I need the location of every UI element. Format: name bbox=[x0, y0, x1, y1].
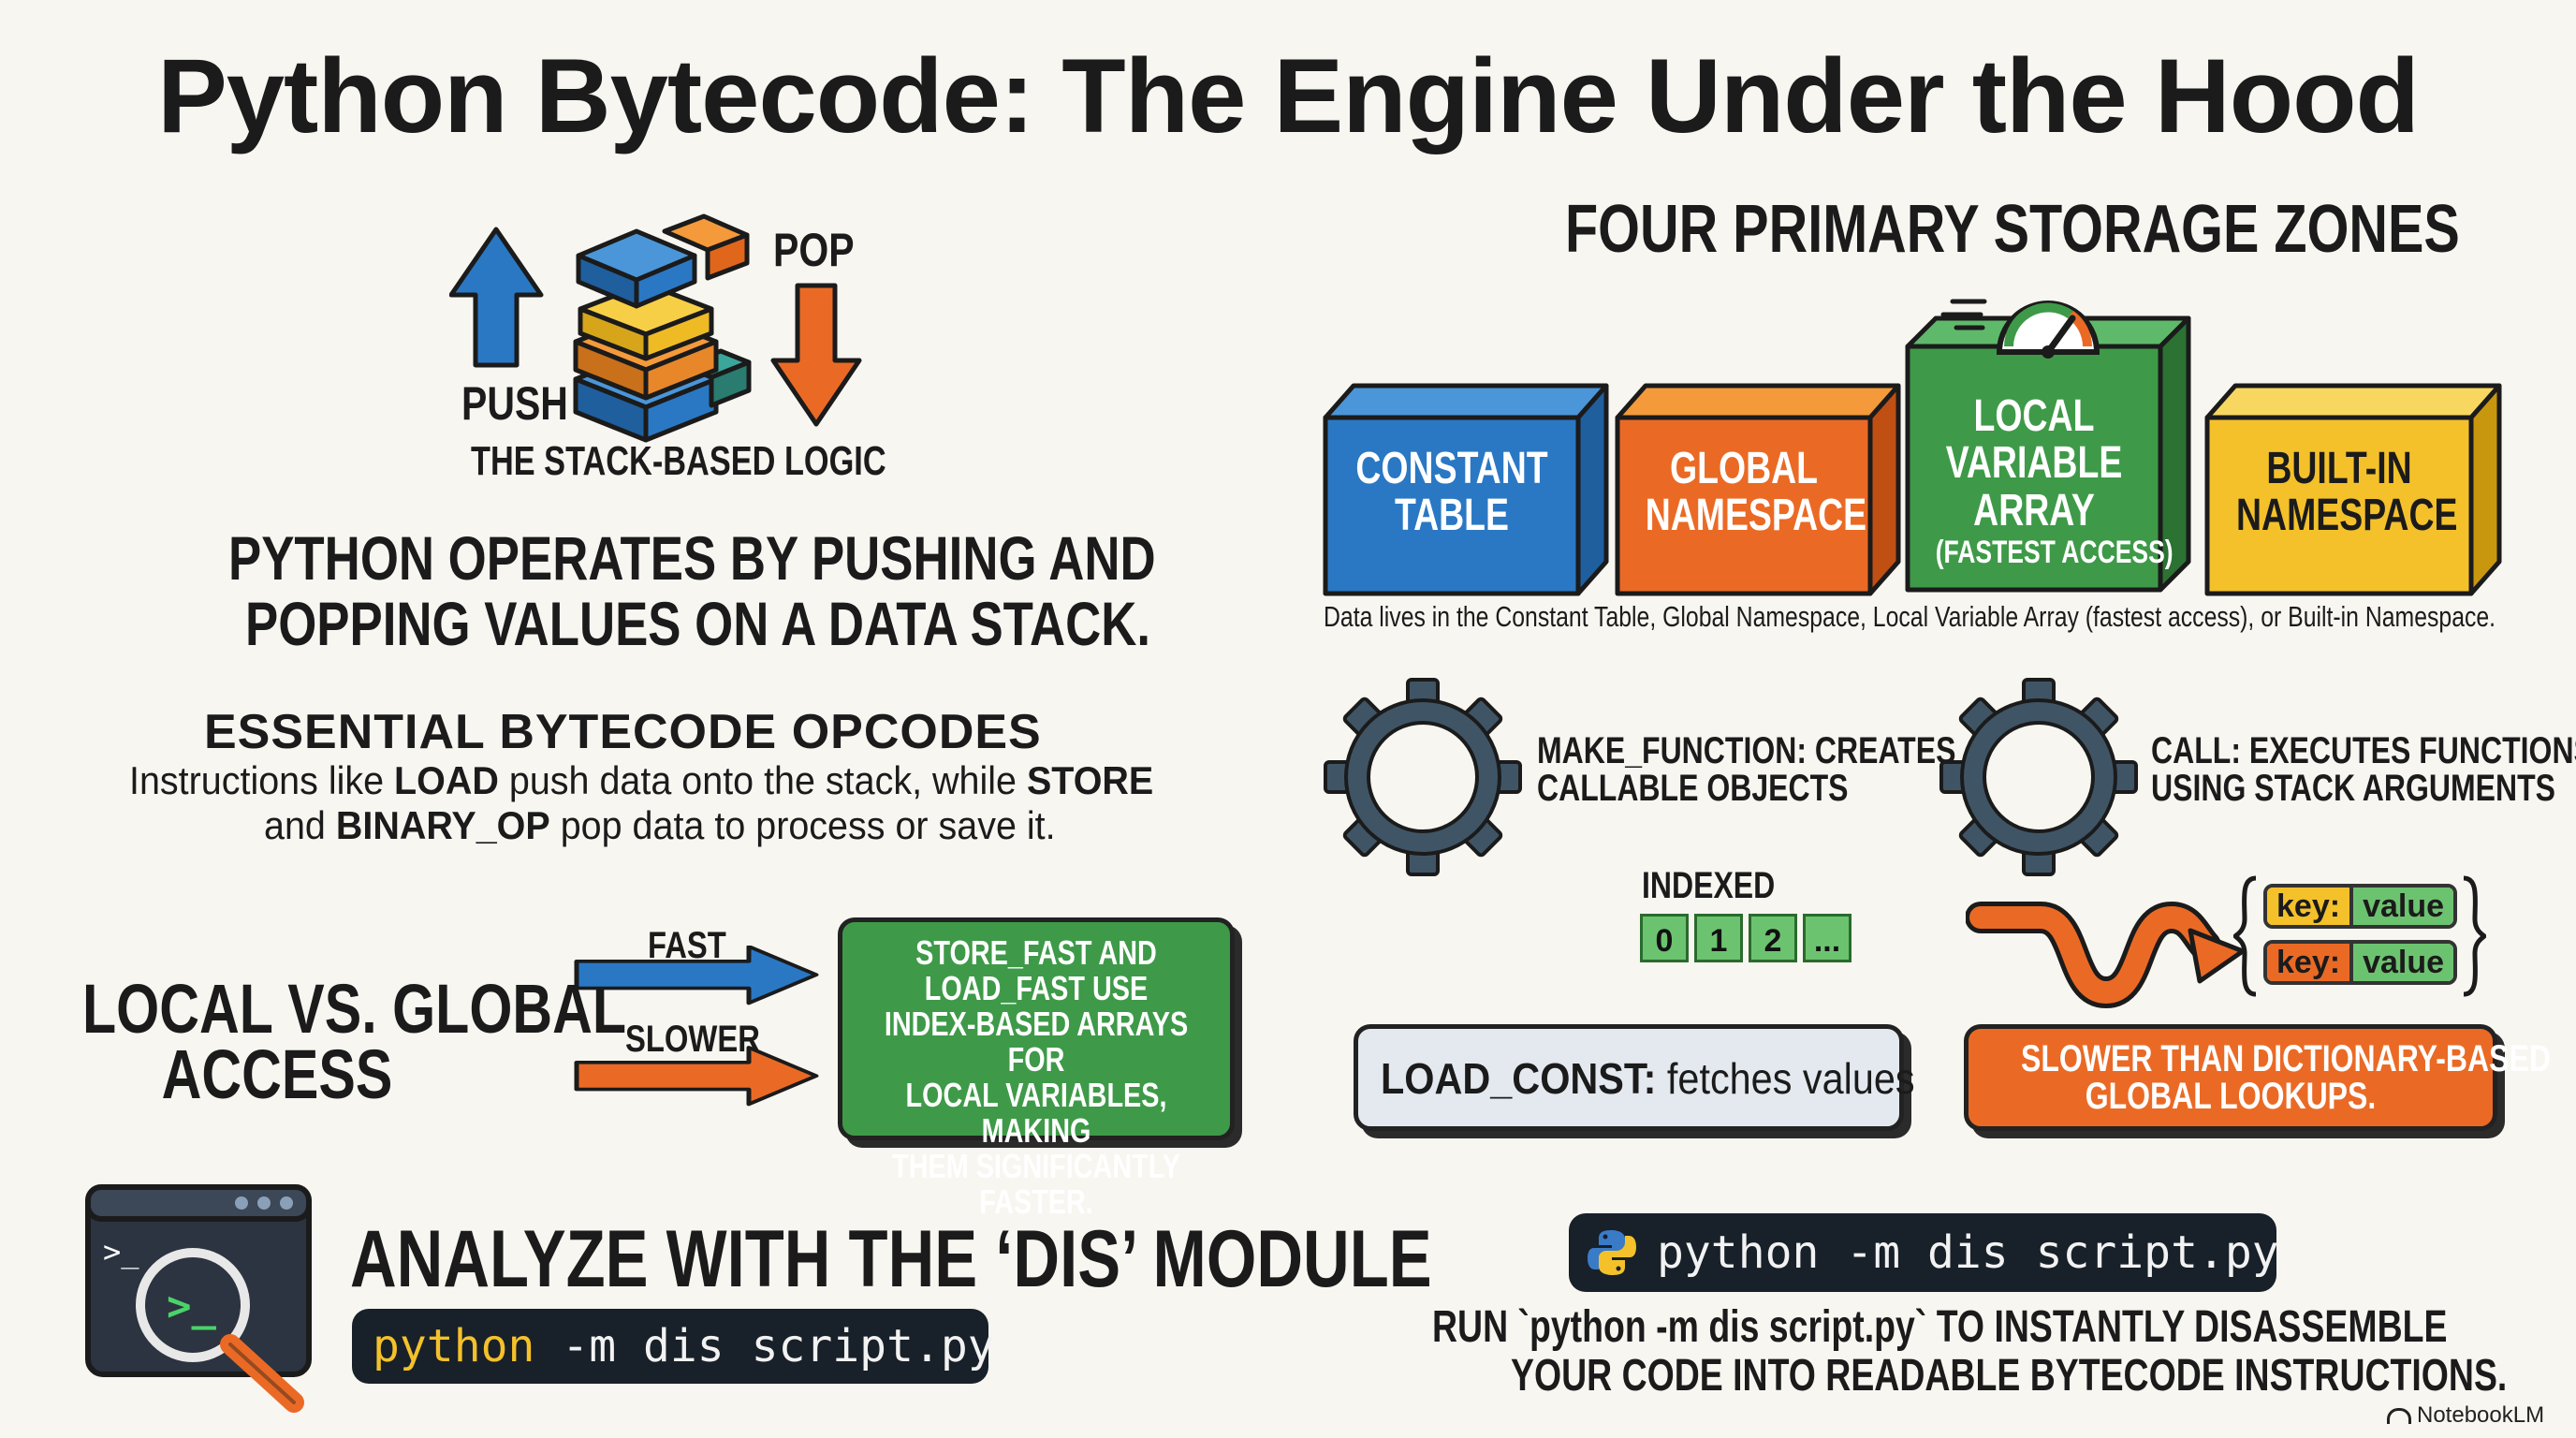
load-const-keyword: LOAD_CONST: bbox=[1381, 1054, 1657, 1103]
push-arrow-icon bbox=[449, 227, 544, 368]
terminal-search-icon: >_ >_ bbox=[85, 1184, 312, 1413]
note-line: LOAD_FAST USE bbox=[924, 969, 1149, 1007]
zone-label-line: NAMESPACE bbox=[2236, 491, 2458, 541]
stack-illustration bbox=[449, 213, 862, 443]
load-const-note: LOAD_CONST: fetches values bbox=[1354, 1024, 1915, 1131]
opcodes-line1: Instructions like LOAD push data onto th… bbox=[129, 758, 1153, 803]
pop-arrow-icon bbox=[770, 283, 862, 427]
svg-text:>_: >_ bbox=[167, 1283, 216, 1330]
access-title-line2: ACCESS bbox=[161, 1035, 393, 1113]
page-title: Python Bytecode: The Engine Under the Ho… bbox=[157, 37, 2420, 154]
opcodes-text: pop data to process or save it. bbox=[549, 803, 1056, 847]
opcodes-text: Instructions like bbox=[129, 758, 395, 802]
opcodes-text: and bbox=[264, 803, 336, 847]
note-line: STORE_FAST AND bbox=[915, 933, 1157, 972]
stack-caption: THE STACK-BASED LOGIC bbox=[471, 438, 886, 484]
dict-entry: key:value bbox=[2263, 884, 2458, 929]
array-cell: 1 bbox=[1694, 914, 1743, 962]
watermark-text: NotebookLM bbox=[2417, 1402, 2545, 1428]
dis-command: python -m dis script.py bbox=[352, 1309, 995, 1384]
slower-line: SLOWER THAN DICTIONARY-BASED bbox=[2021, 1038, 2551, 1079]
call-line1: CALL: EXECUTES FUNCTIONS bbox=[2151, 730, 2576, 771]
zone-label-line: NAMESPACE bbox=[1645, 491, 1867, 541]
run-command-text: python -m dis script.py bbox=[1657, 1226, 2279, 1279]
zone-label-line: ARRAY bbox=[1973, 485, 2095, 536]
dict-braces-icon bbox=[2233, 875, 2486, 997]
local-access-note-text: STORE_FAST AND LOAD_FAST USE INDEX-BASED… bbox=[842, 935, 1230, 1220]
array-cell: ... bbox=[1803, 914, 1852, 962]
zone-label-line: CONSTANT bbox=[1355, 444, 1548, 493]
slower-lookup-text: SLOWER THAN DICTIONARY-BASED GLOBAL LOOK… bbox=[1969, 1038, 2551, 1117]
zone-label-line: BUILT-IN bbox=[2266, 444, 2412, 493]
speedometer-icon bbox=[1940, 299, 2100, 359]
global-namespace-box bbox=[1615, 383, 1901, 596]
dict-value: value bbox=[2349, 888, 2454, 925]
constant-table-label: CONSTANT TABLE bbox=[1325, 444, 1578, 541]
fast-label: FAST bbox=[648, 925, 726, 966]
squiggle-arrow-icon bbox=[1966, 901, 2246, 1009]
storage-zone-boxes bbox=[1323, 299, 2502, 596]
opcodes-line2: and BINARY_OP pop data to process or sav… bbox=[264, 803, 1056, 848]
access-title-line1: LOCAL VS. GLOBAL bbox=[82, 970, 627, 1048]
push-label: PUSH bbox=[461, 377, 568, 430]
gear-icon bbox=[1939, 678, 2138, 876]
access-arrows bbox=[574, 946, 819, 1107]
opcode-binary-op: BINARY_OP bbox=[335, 803, 550, 847]
slower-line: GLOBAL LOOKUPS. bbox=[2085, 1076, 2377, 1117]
opcode-load: LOAD bbox=[394, 758, 499, 802]
opcode-store: STORE bbox=[1026, 758, 1154, 802]
fast-arrow-icon bbox=[574, 946, 819, 1005]
slower-lookup-note: SLOWER THAN DICTIONARY-BASED GLOBAL LOOK… bbox=[1964, 1024, 2551, 1131]
array-cell: 0 bbox=[1640, 914, 1689, 962]
notebooklm-watermark: NotebookLM bbox=[2387, 1402, 2544, 1429]
dis-heading: ANALYZE WITH THE ‘DIS’ MODULE bbox=[350, 1214, 1432, 1304]
svg-text:>_: >_ bbox=[103, 1234, 139, 1269]
load-const-text: LOAD_CONST: fetches values bbox=[1381, 1053, 1915, 1104]
load-const-rest: fetches values bbox=[1656, 1054, 1915, 1103]
indexed-label: INDEXED bbox=[1642, 865, 1776, 906]
constant-table-box bbox=[1323, 383, 1609, 596]
gear-icon bbox=[1324, 678, 1522, 876]
dict-key: key: bbox=[2267, 888, 2350, 925]
zone-label-line: TABLE bbox=[1394, 491, 1509, 541]
dict-value: value bbox=[2349, 944, 2454, 981]
note-line: THEM SIGNIFICANTLY FASTER. bbox=[892, 1147, 1180, 1221]
run-line1: RUN `python -m dis script.py` TO INSTANT… bbox=[1432, 1302, 2448, 1352]
run-command: python -m dis script.py bbox=[1569, 1213, 2279, 1292]
zone-label-line: GLOBAL bbox=[1669, 444, 1819, 493]
dict-key: key: bbox=[2267, 944, 2350, 981]
fastest-access-note: (FASTEST ACCESS) bbox=[1935, 535, 2174, 571]
global-namespace-label: GLOBAL NAMESPACE bbox=[1617, 444, 1870, 541]
opcodes-text: push data onto the stack, while bbox=[498, 758, 1027, 802]
built-in-namespace-box bbox=[2204, 383, 2502, 596]
note-line: LOCAL VARIABLES, MAKING bbox=[905, 1076, 1167, 1150]
local-access-note: STORE_FAST AND LOAD_FAST USE INDEX-BASED… bbox=[838, 917, 1235, 1220]
zone-label-line: VARIABLE bbox=[1945, 438, 2123, 489]
python-logo-icon bbox=[1588, 1230, 1636, 1275]
dict-entry: key:value bbox=[2263, 940, 2458, 985]
make-function-line2: CALLABLE OBJECTS bbox=[1537, 768, 1849, 809]
pop-label: POP bbox=[773, 224, 855, 276]
command-rest: -m dis script.py bbox=[534, 1320, 995, 1372]
array-cell: 2 bbox=[1749, 914, 1797, 962]
make-function-line1: MAKE_FUNCTION: CREATES bbox=[1537, 730, 1956, 771]
built-in-namespace-label: BUILT-IN NAMESPACE bbox=[2207, 444, 2471, 541]
stack-blocks-icon bbox=[573, 213, 752, 443]
zone-label-line: LOCAL bbox=[1973, 391, 2095, 441]
stack-headline-line2: POPPING VALUES ON A DATA STACK. bbox=[245, 589, 1151, 658]
dis-command-text: python -m dis script.py bbox=[373, 1320, 995, 1372]
call-line2: USING STACK ARGUMENTS bbox=[2151, 768, 2555, 809]
opcodes-heading: ESSENTIAL BYTECODE OPCODES bbox=[204, 705, 1042, 759]
local-variable-array-label: LOCAL VARIABLE ARRAY (FASTEST ACCESS) bbox=[1908, 391, 2174, 571]
storage-caption: Data lives in the Constant Table, Global… bbox=[1324, 600, 2496, 633]
slower-arrow-icon bbox=[574, 1046, 819, 1107]
command-keyword: python bbox=[373, 1320, 535, 1372]
stack-headline-line1: PYTHON OPERATES BY PUSHING AND bbox=[228, 523, 1156, 593]
notebooklm-logo-icon bbox=[2387, 1408, 2411, 1425]
note-line: INDEX-BASED ARRAYS FOR bbox=[884, 1005, 1189, 1078]
slower-label: SLOWER bbox=[625, 1019, 760, 1060]
run-line2: YOUR CODE INTO READABLE BYTECODE INSTRUC… bbox=[1511, 1351, 2508, 1401]
storage-heading: FOUR PRIMARY STORAGE ZONES bbox=[1565, 192, 2460, 267]
